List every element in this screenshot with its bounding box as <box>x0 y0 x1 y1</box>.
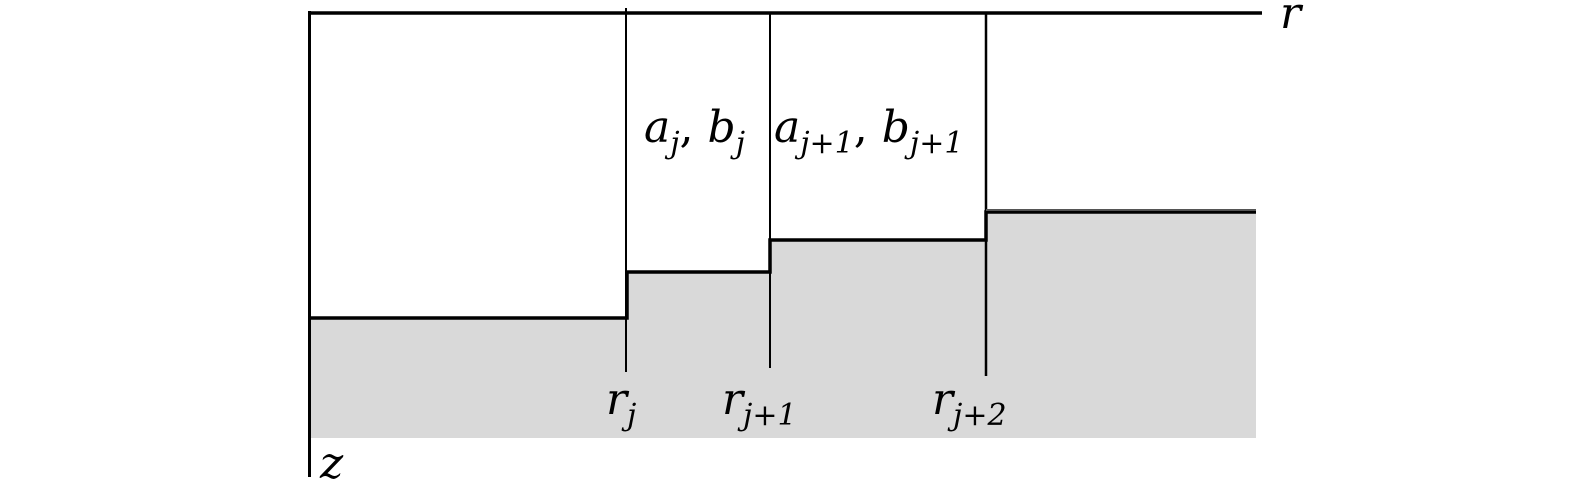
boundary-label-rj1: rj+1 <box>722 374 797 433</box>
layer-a-j1: a <box>774 102 800 153</box>
boundary-label-rj2: rj+2 <box>932 374 1007 433</box>
z-axis-label: z <box>319 438 344 489</box>
layer-label-j1: aj+1, bj+1 <box>774 102 963 161</box>
layer-label-j: aj, bj <box>644 102 745 161</box>
layer-a-j: a <box>644 102 670 153</box>
r-axis-label: r <box>1280 0 1304 39</box>
stepped-interface-line <box>310 210 1256 320</box>
layer-sep-j1: , <box>854 102 882 153</box>
layer-a-sub-j1: j+1 <box>794 126 854 161</box>
layer-sep-j: , <box>680 102 708 153</box>
layer-b-j: b <box>708 102 736 153</box>
boundary-label-rj: rj <box>606 374 636 433</box>
layer-b-j1: b <box>882 102 910 153</box>
layer-b-sub-j1: j+1 <box>904 126 964 161</box>
shaded-region <box>310 212 1256 438</box>
